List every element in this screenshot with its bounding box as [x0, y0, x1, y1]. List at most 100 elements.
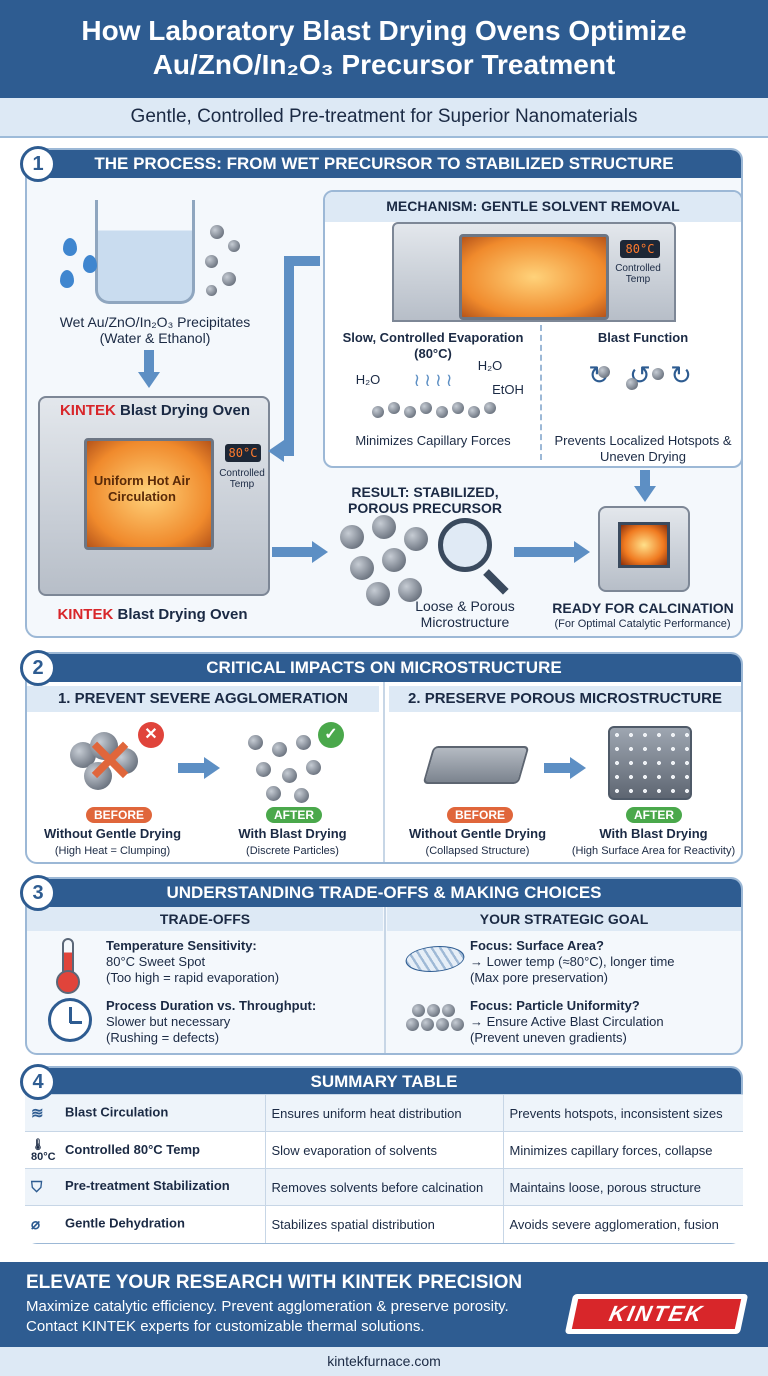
h2o-label: H₂O	[355, 372, 381, 387]
microstructure-label: Loose & Porous Microstructure	[415, 598, 515, 630]
calcination-furnace-icon	[598, 506, 690, 592]
particle-icon	[222, 272, 236, 286]
evap-wave-icon: ≀≀≀≀	[413, 370, 457, 390]
blast-swirl-icon: ↻ ↺ ↻	[588, 360, 698, 390]
oven-top-label: KINTEK Blast Drying Oven	[55, 403, 255, 419]
particle-icon	[350, 556, 374, 580]
particle-icon	[436, 406, 448, 418]
down-arrow-icon	[634, 486, 656, 502]
particle-icon	[436, 1018, 449, 1031]
impact-right-before-sub: (Collapsed Structure)	[425, 845, 530, 857]
table-cell-benefit: Avoids severe agglomeration, fusion	[503, 1205, 743, 1243]
calcination-title: READY FOR CALCINATION	[552, 600, 734, 616]
magnifier-icon	[438, 518, 492, 572]
impact-left-before-sub: (High Heat = Clumping)	[54, 845, 171, 857]
particle-icon	[468, 406, 480, 418]
table-cell-function: Removes solvents before calcination	[265, 1168, 504, 1206]
goal-uniformity-line1: → Ensure Active Blast Circulation	[470, 1014, 664, 1029]
particle-icon	[306, 760, 321, 775]
footer-banner: ELEVATE YOUR RESEARCH WITH KINTEK PRECIS…	[0, 1262, 768, 1347]
oven-window	[84, 438, 214, 550]
table-cell-function: Ensures uniform heat distribution	[265, 1094, 504, 1132]
oven-controlled-temp: Controlled Temp	[219, 468, 265, 490]
table-row: ≋ Blast Circulation Ensures uniform heat …	[25, 1094, 743, 1132]
table-cell-feature: ⌀Gentle Dehydration	[25, 1205, 266, 1243]
page-title-line2: Au/ZnO/In₂O₃ Precursor Treatment	[152, 49, 616, 80]
after-badge: AFTER	[626, 807, 682, 823]
kintek-logo[interactable]: KINTEK	[564, 1294, 749, 1334]
clock-icon	[48, 998, 92, 1042]
clock-hand	[70, 1021, 82, 1024]
mechanism-oven-icon: 80°C	[392, 222, 676, 322]
collapsed-block-icon	[422, 746, 530, 784]
section-number-2: 2	[20, 650, 56, 686]
table-cell-function: Slow evaporation of solvents	[265, 1131, 504, 1169]
evap-caption: Minimizes Capillary Forces	[355, 433, 511, 448]
particle-icon	[84, 762, 112, 790]
feature-label: Blast Circulation	[65, 1104, 169, 1120]
table-row: ⌀Gentle Dehydration Stabilizes spatial d…	[25, 1205, 743, 1243]
particle-icon	[427, 1004, 440, 1017]
cross-mark-icon: ✕	[85, 729, 135, 794]
water-drop-icon	[63, 238, 77, 256]
tradeoff-duration-line2: (Rushing = defects)	[106, 1030, 220, 1045]
oven-name-bottom: Blast Drying Oven	[117, 606, 248, 623]
goal-surface-line1: → Lower temp (≈80°C), longer time	[470, 954, 675, 969]
particle-icon	[420, 402, 432, 414]
particle-icon	[205, 255, 218, 268]
oven-display: 80°C	[225, 444, 261, 462]
goal-title: YOUR STRATEGIC GOAL	[387, 907, 741, 931]
particle-icon	[442, 1004, 455, 1017]
down-arrow-shaft	[640, 470, 650, 486]
section-number-4: 4	[20, 1064, 56, 1100]
etoh-label: EtOH	[492, 382, 524, 397]
particle-icon	[382, 548, 406, 572]
oven-name: Blast Drying Oven	[119, 402, 251, 419]
section-process-title: THE PROCESS: FROM WET PRECURSOR TO STABI…	[27, 150, 741, 178]
section-impacts-title: CRITICAL IMPACTS ON MICROSTRUCTURE	[27, 654, 741, 682]
particle-icon	[372, 406, 384, 418]
precipitate-label: Wet Au/ZnO/In₂O₃ Precipitates	[59, 314, 251, 330]
table-cell-benefit: Prevents hotspots, inconsistent sizes	[503, 1094, 743, 1132]
blast-title: Blast Function	[597, 330, 689, 345]
table-cell-feature: ≋ Blast Circulation	[25, 1094, 266, 1132]
page-header: How Laboratory Blast Drying Ovens Optimi…	[0, 0, 768, 98]
footer-line2: Contact KINTEK experts for customizable …	[26, 1318, 425, 1335]
impact-left-title: 1. PREVENT SEVERE AGGLOMERATION	[27, 686, 379, 712]
particle-icon	[366, 582, 390, 606]
page-title-line1: How Laboratory Blast Drying Ovens Optimi…	[81, 15, 687, 46]
particle-icon	[282, 768, 297, 783]
feature-label: Pre-treatment Stabilization	[65, 1178, 230, 1194]
porous-block-icon	[608, 726, 692, 800]
right-arrow-icon	[204, 757, 220, 779]
down-arrow-shaft	[144, 350, 154, 372]
impact-left-after-sub: (Discrete Particles)	[246, 845, 339, 857]
particle-icon	[406, 1018, 419, 1031]
impact-left-after-label: With Blast Drying	[238, 826, 347, 841]
particle-icon	[404, 527, 428, 551]
particle-icon	[404, 406, 416, 418]
oven-bottom-label: KINTEK Blast Drying Oven	[40, 607, 265, 623]
left-arrow-icon	[268, 440, 284, 462]
particle-icon	[228, 240, 240, 252]
tradeoff-duration-title: Process Duration vs. Throughput:	[106, 998, 317, 1013]
particle-icon	[296, 735, 311, 750]
tradeoff-temp-line1: 80°C Sweet Spot	[106, 954, 206, 969]
wind-icon: ≋	[31, 1105, 44, 1122]
tradeoff-temp-title: Temperature Sensitivity:	[106, 938, 257, 953]
particle-icon	[412, 1004, 425, 1017]
oven-brand-bottom: KINTEK	[57, 606, 114, 623]
right-arrow-shaft	[544, 763, 570, 773]
impact-right-after-label: With Blast Drying	[599, 826, 708, 841]
table-cell-feature: 🌡80°CControlled 80°C Temp	[25, 1131, 266, 1169]
impact-right-after-sub: (High Surface Area for Reactivity)	[571, 845, 736, 857]
impacts-divider	[383, 682, 385, 862]
clock-hand	[69, 1007, 72, 1023]
particle-icon	[210, 225, 224, 239]
impact-left-before-label: Without Gentle Drying	[43, 826, 182, 841]
hot-air-label: Uniform Hot Air Circulation	[93, 473, 191, 504]
website-link[interactable]: kintekfurnace.com	[0, 1347, 768, 1376]
particle-icon	[248, 735, 263, 750]
particle-icon	[112, 748, 138, 774]
h2o-label: H₂O	[477, 358, 503, 373]
